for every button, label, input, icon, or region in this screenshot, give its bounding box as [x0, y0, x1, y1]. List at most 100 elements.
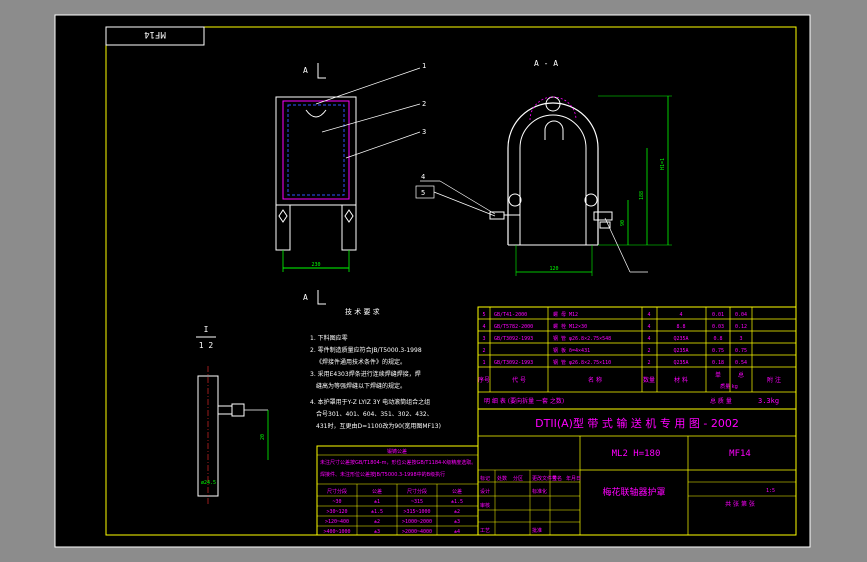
svg-text:±3: ±3	[374, 529, 380, 535]
bom-row: 5 GB/T41-2000 螺 母 M12 4 4 0.01 0.04	[482, 311, 747, 318]
svg-text:8.8: 8.8	[676, 324, 685, 330]
svg-text:钢 管 φ26.8×2.75×548: 钢 管 φ26.8×2.75×548	[553, 335, 611, 342]
svg-text:~315: ~315	[411, 499, 423, 505]
svg-text:Q235A: Q235A	[673, 336, 688, 342]
svg-text:标记: 标记	[480, 475, 490, 482]
svg-text:3: 3	[739, 336, 742, 342]
bom-row: 4 GB/T5782-2000 螺 栓 M12×30 4 8.8 0.03 0.…	[482, 323, 747, 330]
svg-text:数量: 数量	[643, 376, 655, 384]
bom-header: 序号 代 号 名 称 数量 材 料 单 总 质量 kg 附 注	[478, 371, 781, 390]
svg-text:2: 2	[647, 360, 650, 366]
svg-text:GB/T5782-2000: GB/T5782-2000	[494, 324, 533, 330]
svg-text:材 料: 材 料	[674, 376, 688, 384]
svg-text:4: 4	[647, 324, 650, 330]
svg-text:附 注: 附 注	[767, 376, 781, 384]
svg-text:名 称: 名 称	[588, 376, 602, 384]
svg-text:单: 单	[715, 371, 721, 379]
svg-text:标准化: 标准化	[532, 488, 547, 495]
callout-2: 2	[422, 100, 426, 108]
note-line-0: 1. 下料图应零	[310, 334, 348, 342]
tolerance-title: 锻铸公差	[387, 448, 407, 455]
svg-text:0.01: 0.01	[712, 312, 724, 318]
dim-h1: 188	[639, 191, 645, 200]
svg-text:0.8: 0.8	[713, 336, 722, 342]
tolerance-line-2: 焊接件、未注形位公差按JB/T5000.3-1998中的B级执行	[320, 471, 445, 478]
tolerance-table: 锻铸公差 未注尺寸公差按GB/T1804-m，形位公差按GB/T1184-K级精…	[316, 445, 479, 536]
svg-text:处数: 处数	[497, 475, 507, 482]
svg-text:螺 母 M12: 螺 母 M12	[553, 311, 578, 318]
callout-5: 5	[421, 189, 425, 197]
svg-text:GB/T3092-1993: GB/T3092-1993	[494, 360, 533, 366]
callout-1: 1	[422, 62, 426, 70]
svg-text:0.54: 0.54	[735, 360, 747, 366]
view-label-a-bottom: A	[303, 293, 308, 302]
drawing-number: MF14	[729, 449, 751, 459]
bom-row: 2 钢 板 δ=4×431 2 Q235A 0.75 0.75	[482, 347, 747, 354]
svg-text:批准: 批准	[532, 527, 542, 534]
svg-text:螺 栓 M12×30: 螺 栓 M12×30	[553, 323, 587, 330]
svg-text:年月日: 年月日	[566, 475, 581, 482]
callout-4: 4	[421, 173, 425, 181]
svg-text:工艺: 工艺	[480, 528, 490, 534]
note-line-2: 《焊接件通用技术条件》的规定。	[316, 358, 406, 366]
svg-text:更改文件号: 更改文件号	[532, 475, 557, 482]
side-dim: 20	[260, 434, 266, 440]
svg-text:公差: 公差	[452, 488, 462, 495]
svg-text:设计: 设计	[480, 488, 490, 495]
svg-text:0.03: 0.03	[712, 324, 724, 330]
svg-text:Q235A: Q235A	[673, 348, 688, 354]
svg-text:代 号: 代 号	[512, 376, 526, 384]
side-dim-2: ø24.5	[201, 480, 216, 486]
front-view: A 230 1 2 3 A	[275, 62, 426, 305]
svg-text:4: 4	[482, 324, 485, 330]
svg-text:±1: ±1	[374, 499, 380, 505]
section-title: A - A	[534, 59, 558, 68]
svg-text:钢 管 φ26.8×2.75×110: 钢 管 φ26.8×2.75×110	[553, 359, 611, 366]
side-label-bottom: 1 2	[199, 341, 214, 350]
svg-text:2: 2	[482, 348, 485, 354]
svg-text:质量 kg: 质量 kg	[720, 383, 738, 390]
svg-text:5: 5	[482, 312, 485, 318]
view-label-a-top: A	[303, 66, 308, 75]
svg-text:±3: ±3	[454, 519, 460, 525]
tolerance-row: >30~120 ±1.5 >315~1000 ±2	[326, 509, 460, 515]
note-line-3: 3. 采用E4303焊条进行连续焊缝焊接，焊	[310, 370, 421, 378]
notes-title: 技 术 要 求	[345, 307, 380, 316]
svg-text:±1.5: ±1.5	[371, 509, 383, 515]
svg-text:0.04: 0.04	[735, 312, 747, 318]
callout-3: 3	[422, 128, 426, 136]
side-label-top: I	[204, 325, 209, 334]
svg-text:尺寸分段: 尺寸分段	[327, 488, 347, 495]
bom-table: 5 GB/T41-2000 螺 母 M12 4 4 0.01 0.04 4 GB…	[477, 306, 797, 410]
section-view: A - A 120 H1=1 188 90 4 5	[415, 59, 672, 276]
svg-text:±2: ±2	[454, 509, 460, 515]
svg-text:审核: 审核	[480, 502, 490, 509]
note-line-7: 431时，互更由D=1100改为90(宽用图MF13)	[316, 422, 441, 430]
total-mass-value: 3.3kg	[758, 397, 779, 405]
part-name: 梅花联轴器护罩	[602, 486, 665, 498]
svg-text:Q235A: Q235A	[673, 360, 688, 366]
svg-text:总: 总	[738, 371, 744, 379]
svg-text:>1000~2000: >1000~2000	[402, 519, 432, 525]
svg-text:0.12: 0.12	[735, 324, 747, 330]
corner-tag-box	[105, 26, 205, 46]
spec-text: ML2 H=180	[612, 449, 661, 459]
dim-h2: H1=1	[660, 158, 666, 170]
svg-text:>315~1000: >315~1000	[403, 509, 430, 515]
svg-text:GB/T3092-1993: GB/T3092-1993	[494, 336, 533, 342]
series-title: DTII(A)型 带 式 输 送 机 专 用 图 - 2002	[535, 416, 739, 430]
drawing-sheet	[55, 15, 810, 547]
svg-text:±1.5: ±1.5	[451, 499, 463, 505]
scale-value: 1:5	[766, 488, 775, 494]
dim-width-front: 230	[311, 262, 320, 268]
svg-text:>120~400: >120~400	[325, 519, 349, 525]
svg-text:分区: 分区	[513, 475, 523, 482]
dim-width-section: 120	[549, 266, 558, 272]
svg-text:>400~1000: >400~1000	[323, 529, 350, 535]
bom-row: 3 GB/T3092-1993 钢 管 φ26.8×2.75×548 4 Q23…	[482, 335, 742, 342]
svg-text:序号: 序号	[478, 376, 490, 384]
svg-text:尺寸分段: 尺寸分段	[407, 488, 427, 495]
svg-text:0.75: 0.75	[735, 348, 747, 354]
svg-text:>30~120: >30~120	[326, 509, 347, 515]
